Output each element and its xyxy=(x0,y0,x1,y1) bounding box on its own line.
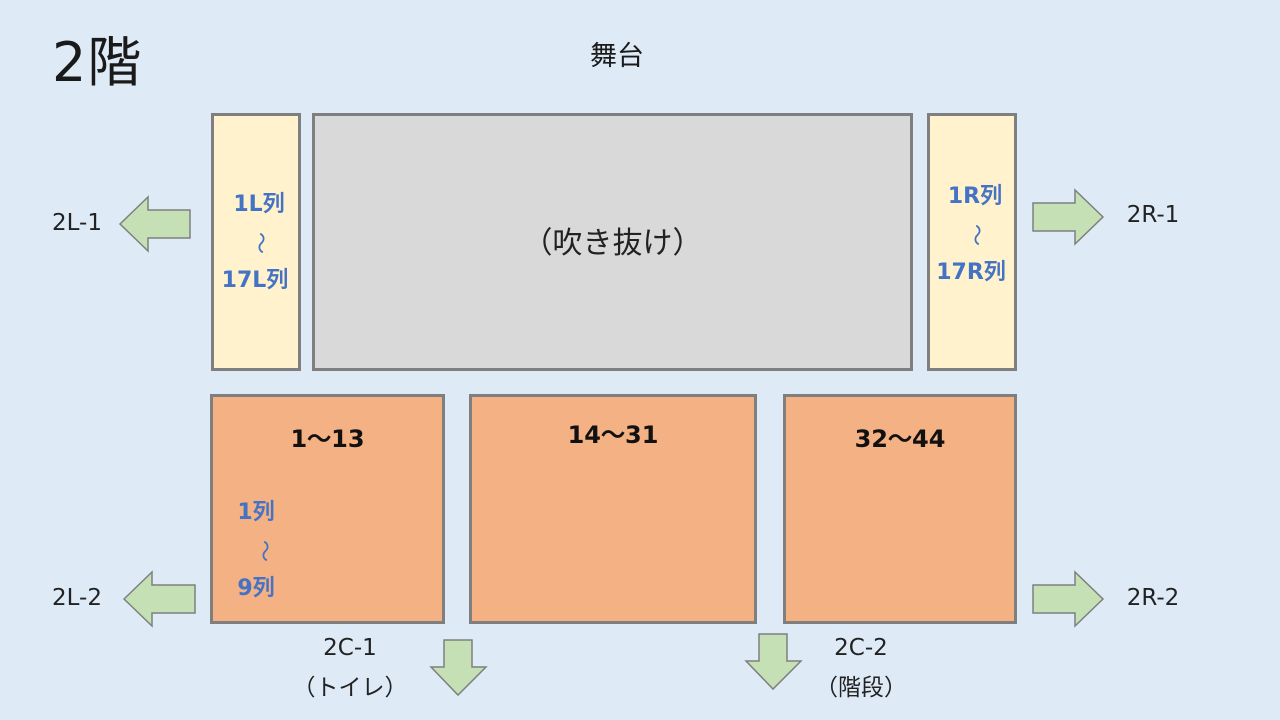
section-1-rows-from: 1列 xyxy=(237,500,275,525)
seat-section-2[interactable]: 14～31 xyxy=(469,394,757,624)
exit-2c-1-name: 2C-1 xyxy=(323,635,377,661)
exit-2l-1-label: 2L-1 xyxy=(52,210,102,236)
section-1-rows-tilde: ～ xyxy=(251,539,276,562)
exit-2l-2-arrow-icon[interactable] xyxy=(122,570,196,628)
right-block-rows: 1R列 ～ 17R列 xyxy=(936,178,1010,292)
left-block-tilde: ～ xyxy=(247,231,272,254)
left-block-from: 1L列 xyxy=(233,192,285,217)
seat-section-3[interactable]: 32～44 xyxy=(783,394,1017,624)
right-block-tilde: ～ xyxy=(963,223,988,246)
exit-2c-1-arrow-icon[interactable] xyxy=(429,639,488,697)
seat-section-1-label: 1～13 xyxy=(290,425,365,453)
stage-label: 舞台 xyxy=(590,41,644,72)
exit-2r-1-arrow-icon[interactable] xyxy=(1032,188,1105,246)
exit-2c-2-arrow-icon[interactable] xyxy=(744,633,803,691)
exit-2c-1-label: 2C-1 （トイレ） xyxy=(285,628,415,708)
right-block-from: 1R列 xyxy=(947,184,1003,209)
void-area: （吹き抜け） xyxy=(312,113,913,371)
right-side-block[interactable]: 1R列 ～ 17R列 xyxy=(927,113,1017,371)
seat-section-3-label: 32～44 xyxy=(854,425,946,453)
left-block-to: 17L列 xyxy=(221,268,289,293)
left-block-rows: 1L列 ～ 17L列 xyxy=(222,186,294,300)
exit-2c-1-note: （トイレ） xyxy=(292,675,408,701)
exit-2c-2-name: 2C-2 xyxy=(834,635,888,661)
floor-title: 2階 xyxy=(52,31,143,94)
right-block-to: 17R列 xyxy=(936,260,1006,285)
void-area-label: （吹き抜け） xyxy=(522,226,703,261)
left-side-block[interactable]: 1L列 ～ 17L列 xyxy=(211,113,301,371)
exit-2l-1-arrow-icon[interactable] xyxy=(118,195,192,253)
section-1-rows-to: 9列 xyxy=(237,576,275,601)
exit-2r-2-label: 2R-2 xyxy=(1126,585,1180,611)
section-1-rows: 1列 ～ 9列 xyxy=(225,494,287,608)
exit-2r-2-arrow-icon[interactable] xyxy=(1032,570,1105,628)
seat-section-1[interactable]: 1～13 1列 ～ 9列 xyxy=(210,394,445,624)
exit-2c-2-label: 2C-2 （階段） xyxy=(796,628,926,708)
seat-section-2-label: 14～31 xyxy=(567,421,659,449)
exit-2c-2-note: （階段） xyxy=(815,675,907,701)
exit-2r-1-label: 2R-1 xyxy=(1126,202,1180,228)
exit-2l-2-label: 2L-2 xyxy=(52,585,102,611)
